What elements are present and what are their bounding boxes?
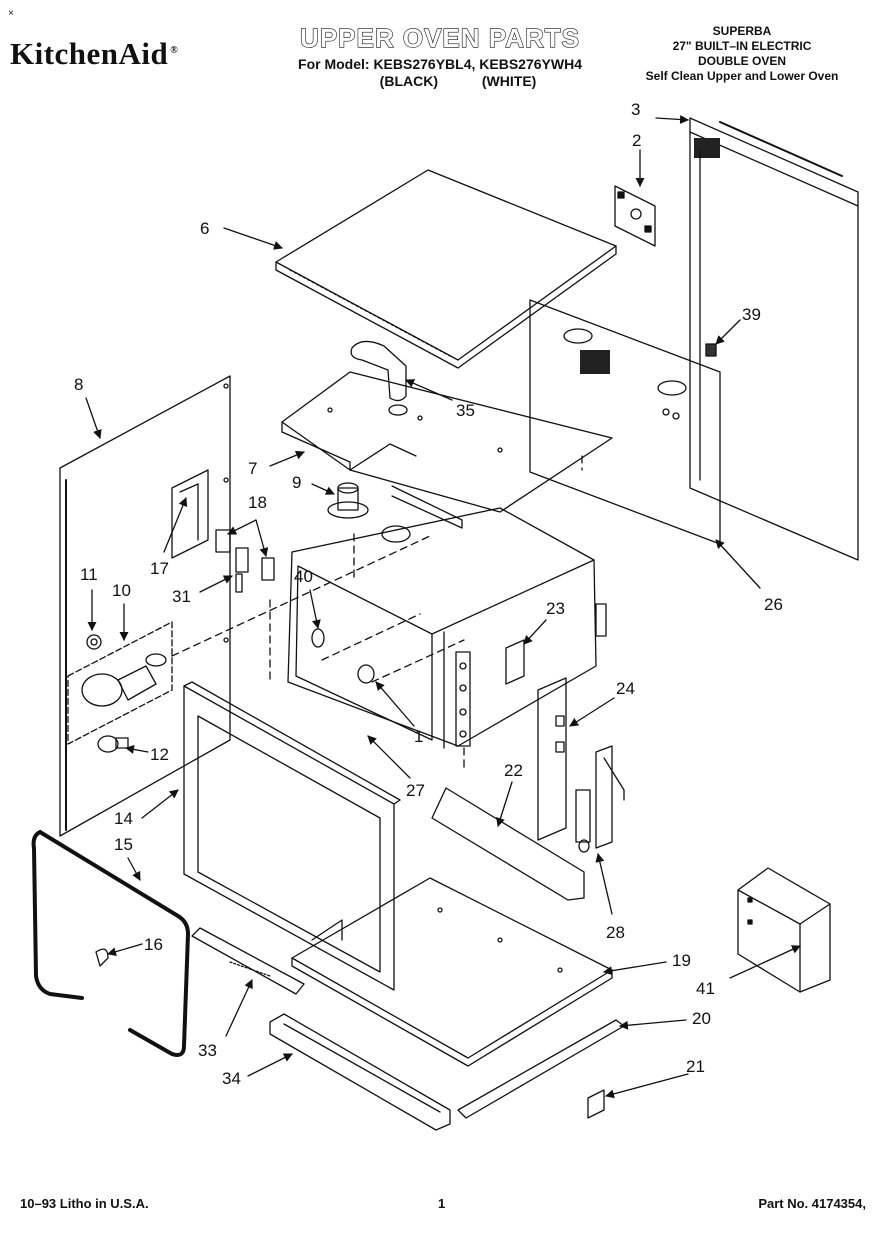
part-20-front-trim: [457, 1019, 625, 1119]
part-1-knob: [357, 664, 375, 684]
part-24-hinge-bracket: [537, 677, 567, 841]
part-22-rail: [431, 787, 585, 901]
color-black: (BLACK): [379, 73, 438, 89]
part-3-side-panel: [689, 117, 859, 561]
callout-23: 23: [546, 599, 565, 618]
callout-7: 7: [248, 459, 257, 478]
part-9-thermostat: [327, 482, 369, 519]
part-23-bracket: [505, 639, 525, 685]
callout-27: 27: [406, 781, 425, 800]
part-19-oven-bottom: [291, 877, 613, 1067]
brand-logo: KitchenAid®: [10, 36, 178, 72]
part-34-trim: [269, 1013, 451, 1131]
part-21-clip: [587, 1089, 605, 1119]
callout-19: 19: [672, 951, 691, 970]
part-6-top-panel: [275, 169, 617, 369]
callout-34: 34: [222, 1069, 241, 1088]
callout-12: 12: [150, 745, 169, 764]
part-26-rear-panel: [529, 299, 721, 545]
model-line: For Model: KEBS276YBL4, KEBS276YWH4: [298, 56, 582, 72]
desc-line-3: DOUBLE OVEN: [697, 54, 786, 68]
footer-part-number: Part No. 4174354,: [758, 1196, 866, 1211]
callout-26: 26: [764, 595, 783, 614]
title-block: UPPER OVEN PARTS For Model: KEBS276YBL4,…: [260, 23, 620, 90]
callout-28: 28: [606, 923, 625, 942]
callout-14: 14: [114, 809, 133, 828]
color-white: (WHITE): [481, 73, 537, 89]
color-line: (BLACK) (WHITE): [260, 73, 620, 90]
callout-21: 21: [686, 1057, 705, 1076]
part-7-oven-top: [281, 371, 613, 529]
part-28-hinge: [575, 745, 625, 853]
callout-1: 1: [414, 727, 423, 746]
part-33-vent-trim: [191, 927, 305, 995]
callout-15: 15: [114, 835, 133, 854]
callout-31: 31: [172, 587, 191, 606]
callout-11: 11: [80, 565, 98, 584]
part-15-gasket: [31, 830, 190, 1057]
part-14-door-frame: [183, 681, 401, 991]
brand-name: KitchenAid: [10, 36, 169, 71]
part-12-bulb: [97, 735, 129, 753]
part-8-side-panel: [59, 375, 231, 837]
callout-18: 18: [248, 493, 267, 512]
callout-17: 17: [150, 559, 169, 578]
callout-3: 3: [631, 100, 640, 119]
corner-mark: ×: [8, 8, 14, 19]
callout-35: 35: [456, 401, 475, 420]
callout-10: 10: [112, 581, 131, 600]
part-16-clip: [95, 948, 109, 967]
desc-line-2: 27" BUILT–IN ELECTRIC: [672, 39, 812, 53]
product-description: SUPERBA 27" BUILT–IN ELECTRIC DOUBLE OVE…: [622, 24, 862, 84]
callout-9: 9: [292, 473, 301, 492]
registered-mark: ®: [170, 44, 179, 56]
part-35-vent-duct: [350, 340, 408, 416]
part-11-gasket: [86, 634, 102, 650]
callout-39: 39: [742, 305, 761, 324]
part-17-bracket: [171, 469, 209, 559]
part-27-oven-cavity: [287, 507, 607, 749]
part-39-clip: [705, 343, 717, 357]
callout-20: 20: [692, 1009, 711, 1028]
alignment-lines: [171, 455, 583, 769]
part-41-cover: [737, 867, 831, 993]
footer-print-info: 10–93 Litho in U.S.A.: [20, 1196, 149, 1211]
part-31-switch: [235, 547, 249, 593]
callout-24: 24: [616, 679, 635, 698]
part-40-knob: [311, 628, 325, 648]
desc-line-4: Self Clean Upper and Lower Oven: [645, 69, 839, 83]
part-2-bracket: [614, 185, 656, 247]
footer-page-number: 1: [438, 1196, 446, 1211]
callout-2: 2: [632, 131, 641, 150]
callout-6: 6: [200, 219, 209, 238]
callout-22: 22: [504, 761, 523, 780]
callout-33: 33: [198, 1041, 217, 1060]
callout-41: 41: [696, 979, 715, 998]
leader-arrows: [85, 115, 801, 1099]
callout-labels: 6 3 2 39 35 8 7 9 17 18 31 11 10 12 40 1…: [74, 100, 783, 1088]
callout-8: 8: [74, 375, 83, 394]
callout-40: 40: [294, 567, 313, 586]
desc-line-1: SUPERBA: [712, 24, 772, 38]
callout-16: 16: [144, 935, 163, 954]
part-18-switch: [215, 529, 275, 581]
page-title: UPPER OVEN PARTS: [299, 23, 580, 53]
part-10-light-assembly: [67, 621, 173, 745]
